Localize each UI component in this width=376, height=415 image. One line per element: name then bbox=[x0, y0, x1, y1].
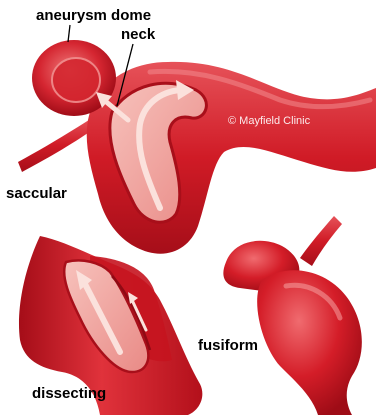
saccular-label: saccular bbox=[6, 186, 67, 201]
neck-label: neck bbox=[121, 27, 155, 42]
dissecting-label: dissecting bbox=[32, 386, 106, 401]
fusiform-label: fusiform bbox=[198, 338, 258, 353]
credit-watermark: © Mayfield Clinic bbox=[228, 116, 310, 127]
aneurysm-dome-label: aneurysm dome bbox=[36, 8, 151, 23]
